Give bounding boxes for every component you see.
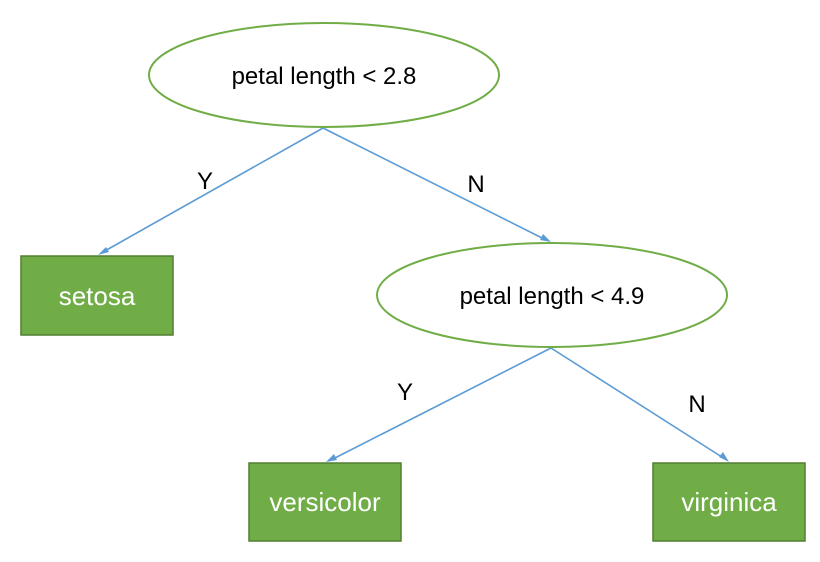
decision-ellipse (148, 22, 500, 128)
arrowhead-icon (98, 247, 109, 255)
leaf-node-virginica: virginica (652, 462, 806, 542)
edge-label-root-setosa: Y (197, 168, 213, 195)
edge-root-setosa (98, 127, 324, 255)
decision-label: petal length < 2.8 (232, 63, 417, 90)
leaf-box (652, 462, 806, 542)
edges (98, 127, 729, 462)
edge-label-inner-virginica: N (688, 391, 705, 418)
edge-label-inner-versicolor: Y (397, 379, 413, 406)
edge-root-inner (322, 127, 551, 242)
arrowhead-icon (540, 234, 551, 242)
arrowhead-icon (719, 452, 729, 462)
leaf-box (248, 462, 402, 542)
edge-line (550, 347, 726, 460)
edge-label-root-inner: N (467, 171, 484, 198)
decision-node-root: petal length < 2.8 (148, 22, 500, 128)
edge-line (102, 127, 324, 253)
edge-labels: Y N Y N (197, 168, 706, 418)
edge-inner-versicolor (326, 347, 552, 462)
decision-ellipse (376, 242, 728, 348)
edge-line (322, 127, 547, 241)
leaf-node-versicolor: versicolor (248, 462, 402, 542)
decision-node-inner: petal length < 4.9 (376, 242, 728, 348)
edge-line (330, 347, 552, 461)
leaf-label: virginica (681, 487, 777, 517)
arrowhead-icon (326, 454, 337, 462)
leaf-label: setosa (59, 281, 136, 311)
edge-inner-virginica (550, 347, 729, 462)
decision-label: petal length < 4.9 (460, 283, 645, 310)
leaf-label: versicolor (269, 487, 381, 517)
leaf-node-setosa: setosa (20, 255, 174, 336)
leaf-box (20, 255, 174, 336)
